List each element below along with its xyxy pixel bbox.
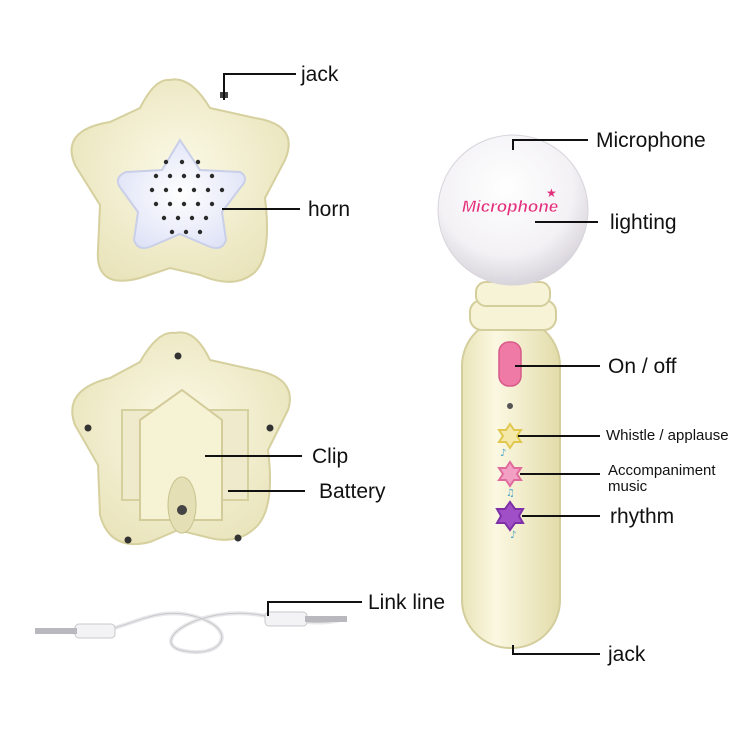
label-battery: Battery (319, 480, 386, 503)
grille-hole (197, 229, 203, 235)
grille-hole (177, 187, 183, 193)
mic-logo: Microphone (462, 197, 558, 216)
grille-hole (203, 215, 209, 221)
power-switch[interactable] (498, 341, 522, 387)
plug-left-pin (35, 628, 77, 634)
grille-hole (163, 187, 169, 193)
label-accompaniment: Accompaniment (608, 462, 716, 479)
grille-hole (191, 187, 197, 193)
music-note-icon: ♪ (500, 448, 506, 459)
rhythm-button[interactable] (495, 500, 525, 532)
clip-screw (177, 505, 187, 515)
grille-hole (161, 215, 167, 221)
microphone: Microphone ★ ♪ ♫ ♪ (437, 134, 589, 649)
grille-hole (179, 159, 185, 165)
label-horn: horn (308, 198, 351, 221)
speaker-panel (116, 138, 246, 249)
speaker-front (70, 78, 290, 283)
leader-speaker-jack (223, 73, 296, 100)
label-whistle-applause: Whistle / applause (606, 427, 729, 444)
mic-logo-star: ★ (546, 186, 557, 200)
label-on-off: On / off (608, 355, 677, 378)
plug-right-pin (305, 616, 347, 622)
clip (139, 388, 223, 521)
grille-hole (153, 201, 159, 207)
plug-right-body (264, 611, 308, 627)
grille-hole (167, 173, 173, 179)
music-note-icon-3: ♪ (510, 530, 516, 541)
grille-hole (209, 201, 215, 207)
label-clip: Clip (312, 445, 349, 468)
label-link-line: Link line (368, 591, 446, 614)
leader-mic-jack (512, 645, 600, 655)
screw-hole-4 (124, 536, 132, 544)
grille-hole (195, 159, 201, 165)
plug-left-body (74, 623, 116, 639)
speaker-grille-holes (149, 159, 225, 235)
whistle-applause-button[interactable] (497, 422, 523, 450)
grille-hole (163, 159, 169, 165)
grille-hole (183, 229, 189, 235)
grille-hole (181, 201, 187, 207)
grille-hole (209, 173, 215, 179)
grille-hole (195, 201, 201, 207)
label-mic-jack: jack (608, 643, 646, 666)
mic-globe (437, 134, 589, 286)
screw-hole-1 (174, 352, 182, 360)
indicator-led (507, 403, 513, 409)
leader-microphone (512, 139, 588, 150)
speaker-back (71, 331, 291, 546)
leader-lines (205, 73, 600, 655)
screw-hole-2 (84, 424, 92, 432)
leader-link-line (267, 601, 362, 616)
grille-hole (181, 173, 187, 179)
grille-hole (195, 173, 201, 179)
grille-hole (189, 215, 195, 221)
grille-hole (149, 187, 155, 193)
label-accompaniment-music: music (608, 478, 648, 495)
grille-hole (205, 187, 211, 193)
link-line-cable (35, 611, 347, 654)
label-microphone: Microphone (596, 129, 706, 152)
grille-hole (219, 187, 225, 193)
accompaniment-music-button[interactable] (497, 460, 523, 488)
music-note-icon-2: ♫ (506, 488, 515, 499)
label-rhythm: rhythm (610, 505, 675, 528)
grille-hole (169, 229, 175, 235)
grille-hole (153, 173, 159, 179)
mic-collar-upper (475, 281, 551, 307)
label-speaker-jack: jack (301, 63, 339, 86)
screw-hole-3 (266, 424, 274, 432)
screw-hole-5 (234, 534, 242, 542)
grille-hole (175, 215, 181, 221)
grille-hole (167, 201, 173, 207)
label-lighting: lighting (610, 211, 677, 234)
